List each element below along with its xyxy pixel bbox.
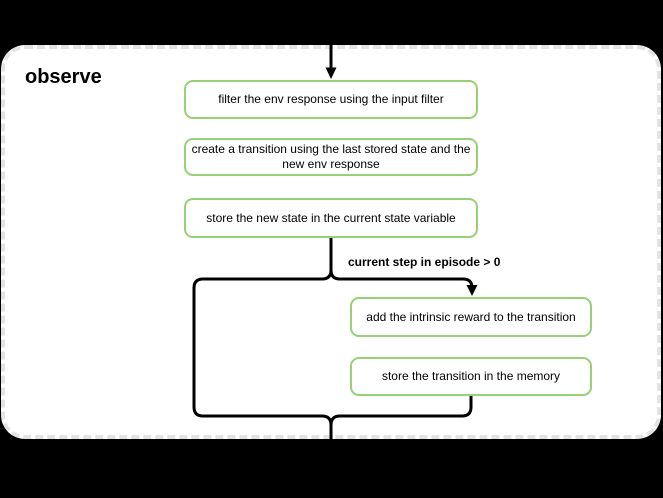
branch-condition-label: current step in episode > 0 <box>348 255 501 269</box>
node-store-new-state: store the new state in the current state… <box>184 198 478 238</box>
node-create-transition: create a transition using the last store… <box>184 138 478 176</box>
node-label: create a transition using the last store… <box>191 142 471 171</box>
group-title: observe <box>25 66 102 88</box>
node-label: add the intrinsic reward to the transiti… <box>366 309 576 324</box>
node-store-transition-memory: store the transition in the memory <box>350 357 592 396</box>
node-filter-env-response: filter the env response using the input … <box>184 80 478 119</box>
node-label: filter the env response using the input … <box>218 92 444 106</box>
node-add-intrinsic-reward: add the intrinsic reward to the transiti… <box>350 297 592 337</box>
node-label: store the transition in the memory <box>381 369 561 383</box>
node-label: store the new state in the current state… <box>206 210 456 225</box>
